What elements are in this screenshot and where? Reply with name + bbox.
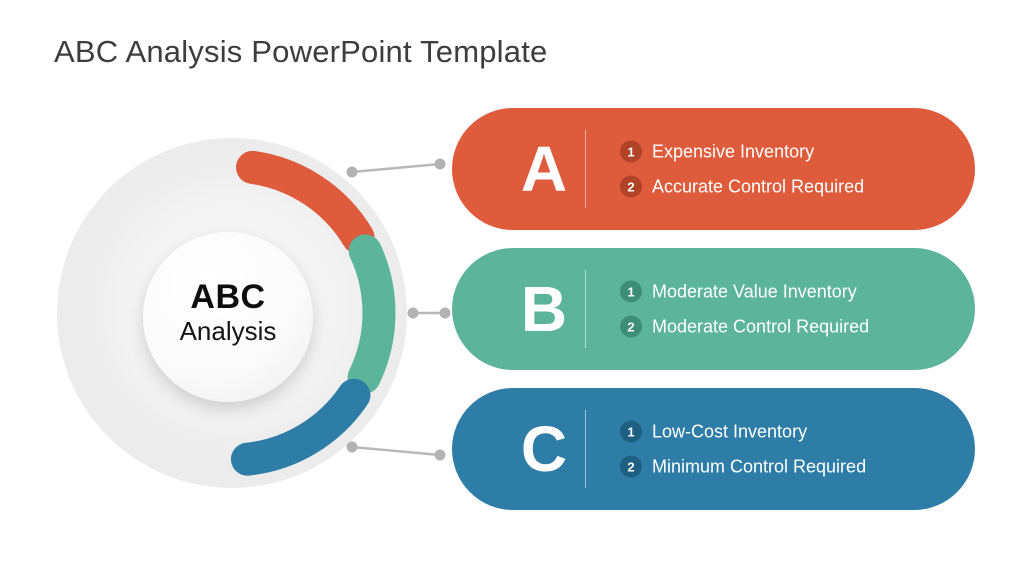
- center-subheading: Analysis: [179, 316, 277, 346]
- item-number-badge: 2: [620, 455, 642, 478]
- item-label: Minimum Control Required: [652, 456, 867, 476]
- connector-a: [346, 158, 446, 178]
- item-label: Low-Cost Inventory: [652, 421, 808, 441]
- category-letter: A: [520, 133, 568, 205]
- arc-segment-b: [347, 234, 396, 394]
- item-label: Moderate Value Inventory: [652, 281, 857, 301]
- category-letter: B: [520, 273, 568, 345]
- wheel-center-circle: [143, 232, 313, 402]
- card-divider: [585, 130, 586, 208]
- arc-segment-c: [230, 378, 371, 476]
- connector-c: [346, 441, 446, 461]
- wheel-center-label: ABC Analysis: [128, 279, 328, 347]
- center-heading: ABC: [190, 278, 266, 316]
- list-item: 2 Moderate Control Required: [620, 315, 870, 338]
- list-item: 1 Moderate Value Inventory: [620, 280, 869, 303]
- item-number-badge: 1: [620, 280, 642, 303]
- item-number-badge: 1: [620, 140, 642, 163]
- list-item: 1 Expensive Inventory: [620, 140, 864, 163]
- page-title: ABC Analysis PowerPoint Template: [54, 34, 548, 69]
- card-items: 1 Expensive Inventory 2 Accurate Control…: [620, 140, 865, 198]
- list-item: 1 Low-Cost Inventory: [620, 420, 866, 443]
- card-divider: [585, 410, 586, 488]
- category-card-a: A 1 Expensive Inventory 2 Accurate Contr…: [452, 108, 975, 230]
- item-number-badge: 2: [620, 175, 642, 198]
- list-item: 2 Minimum Control Required: [620, 455, 867, 478]
- category-letter: C: [520, 413, 568, 485]
- card-divider: [585, 270, 586, 348]
- item-label: Expensive Inventory: [652, 141, 815, 161]
- item-number-badge: 1: [620, 420, 642, 443]
- arc-segment-a: [236, 150, 375, 254]
- item-label: Moderate Control Required: [652, 316, 870, 336]
- item-label: Accurate Control Required: [652, 176, 865, 196]
- card-items: 1 Low-Cost Inventory 2 Minimum Control R…: [620, 420, 867, 478]
- card-items: 1 Moderate Value Inventory 2 Moderate Co…: [620, 280, 870, 338]
- category-card-c: C 1 Low-Cost Inventory 2 Minimum Control…: [452, 388, 975, 510]
- list-item: 2 Accurate Control Required: [620, 175, 865, 198]
- item-number-badge: 2: [620, 315, 642, 338]
- connector-b: [407, 307, 451, 319]
- category-card-b: B 1 Moderate Value Inventory 2 Moderate …: [452, 248, 975, 370]
